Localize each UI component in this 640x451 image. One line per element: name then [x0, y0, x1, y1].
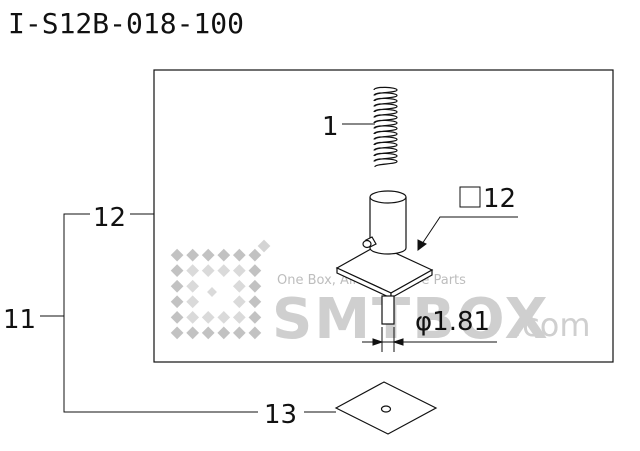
diameter-dimension — [362, 327, 497, 352]
square-symbol — [459, 186, 481, 208]
assembly-bracket — [63, 213, 258, 413]
callout-sheet: 13 — [264, 400, 297, 430]
watermark-dot — [232, 279, 246, 293]
watermark-dot — [248, 279, 262, 293]
sheet-drawing — [334, 381, 438, 435]
watermark-dot — [186, 279, 200, 293]
watermark-dot — [217, 310, 231, 324]
watermark-brand: SMTBOX — [272, 287, 550, 352]
diameter-dimension-value: φ1.81 — [415, 307, 490, 337]
watermark-suffix: .com — [512, 306, 591, 344]
square-dimension — [417, 186, 518, 251]
watermark-dot — [232, 295, 246, 309]
watermark-dot — [217, 248, 231, 262]
watermark-dot — [170, 310, 184, 324]
callout-box: 12 — [93, 203, 126, 233]
watermark-dot — [232, 310, 246, 324]
watermark-dot — [201, 248, 215, 262]
watermark-dot — [201, 326, 215, 340]
callout-spring: 1 — [322, 112, 339, 142]
watermark-dot — [201, 264, 215, 278]
watermark-dot — [248, 326, 262, 340]
watermark-dot — [186, 248, 200, 262]
watermark-dot — [248, 295, 262, 309]
watermark-dot — [248, 264, 262, 278]
watermark-logo — [170, 239, 271, 340]
watermark-dot — [170, 248, 184, 262]
watermark-dot — [232, 264, 246, 278]
watermark-dot — [170, 264, 184, 278]
watermark-dot — [207, 287, 217, 297]
square-dimension-value: 12 — [483, 184, 516, 214]
watermark-dot — [217, 264, 231, 278]
watermark-dot — [186, 310, 200, 324]
spring-drawing — [373, 86, 398, 168]
watermark-dot — [186, 295, 200, 309]
watermark-dot — [170, 279, 184, 293]
watermark-dot — [232, 326, 246, 340]
watermark-dot — [248, 248, 262, 262]
pin-drawing — [335, 190, 434, 325]
watermark-dot — [248, 310, 262, 324]
watermark-dot — [257, 239, 271, 253]
watermark-dot — [186, 326, 200, 340]
callout-assembly: 11 — [3, 305, 36, 335]
part-number-title: I-S12B-018-100 — [8, 7, 244, 40]
watermark-dot — [170, 295, 184, 309]
watermark-dot — [217, 326, 231, 340]
watermark-dot — [170, 326, 184, 340]
watermark-dot — [201, 310, 215, 324]
assembly-box — [153, 69, 614, 363]
watermark-dot — [232, 248, 246, 262]
watermark-dot — [186, 264, 200, 278]
